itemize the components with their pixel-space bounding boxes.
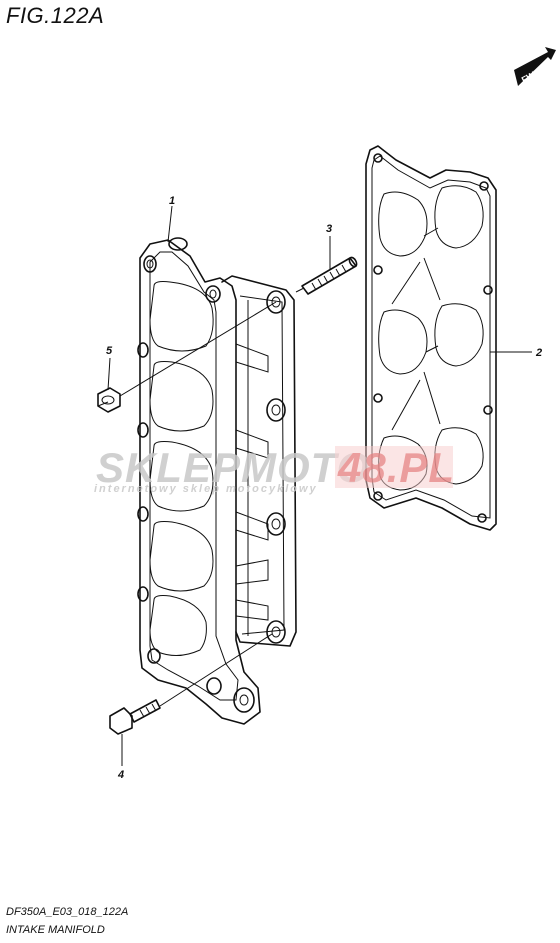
callout-5: 5 <box>106 345 113 391</box>
callout-1: 1 <box>167 195 175 243</box>
watermark-right: 48.PL <box>337 444 455 491</box>
svg-text:1: 1 <box>169 195 175 207</box>
figure-name: INTAKE MANIFOLD <box>6 924 105 936</box>
callout-2: 2 <box>490 347 542 359</box>
stud <box>301 256 358 295</box>
nut <box>97 387 121 413</box>
svg-text:4: 4 <box>117 769 124 781</box>
figure-title: FIG.122A <box>6 3 105 28</box>
bolt <box>109 699 161 735</box>
watermark-tagline: internetowy sklep motocyklowy <box>94 483 318 495</box>
watermark-left: SKLEPMOTO <box>96 444 370 491</box>
svg-text:2: 2 <box>535 347 542 359</box>
figure-code: DF350A_E03_018_122A <box>6 906 129 918</box>
intake-manifold <box>137 237 297 725</box>
svg-text:3: 3 <box>326 223 332 235</box>
callout-4: 4 <box>117 734 124 781</box>
fwd-badge: FWD <box>514 47 556 86</box>
callout-3: 3 <box>326 223 332 270</box>
watermark: SKLEPMOTO 48.PL internetowy sklep motocy… <box>94 444 455 495</box>
svg-text:5: 5 <box>106 345 113 357</box>
